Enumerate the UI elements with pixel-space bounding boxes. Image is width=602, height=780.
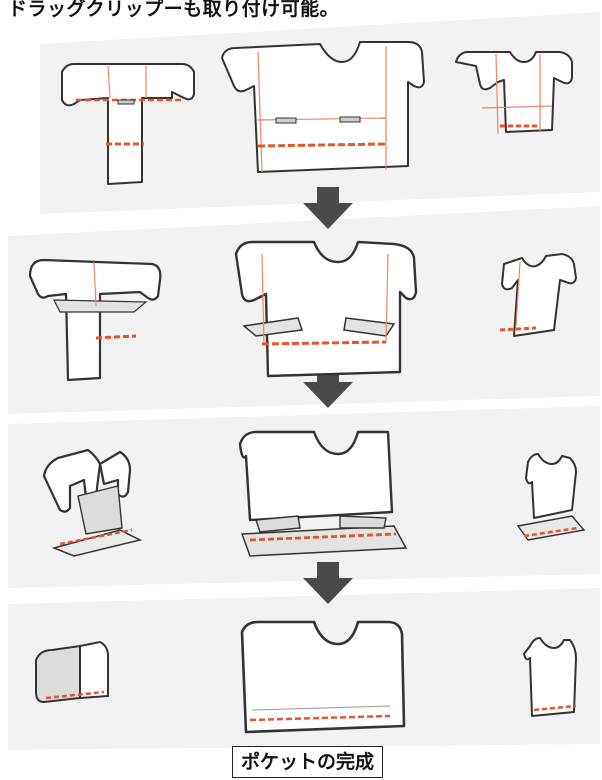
left-piece-flat-slot: [118, 100, 134, 104]
right-piece-folding: [526, 454, 576, 518]
center-piece-folding: [240, 432, 392, 520]
center-piece-flat-slot-right: [340, 117, 360, 122]
left-pocket-complete: [36, 642, 108, 702]
left-piece-bending-shade: [54, 300, 146, 312]
center-piece-flat-slot-left: [276, 118, 296, 123]
completion-caption: ポケットの完成: [232, 746, 383, 778]
right-pocket-complete: [524, 638, 576, 716]
center-piece-folding-flap-right: [340, 516, 386, 528]
center-pocket-complete: [242, 622, 404, 732]
